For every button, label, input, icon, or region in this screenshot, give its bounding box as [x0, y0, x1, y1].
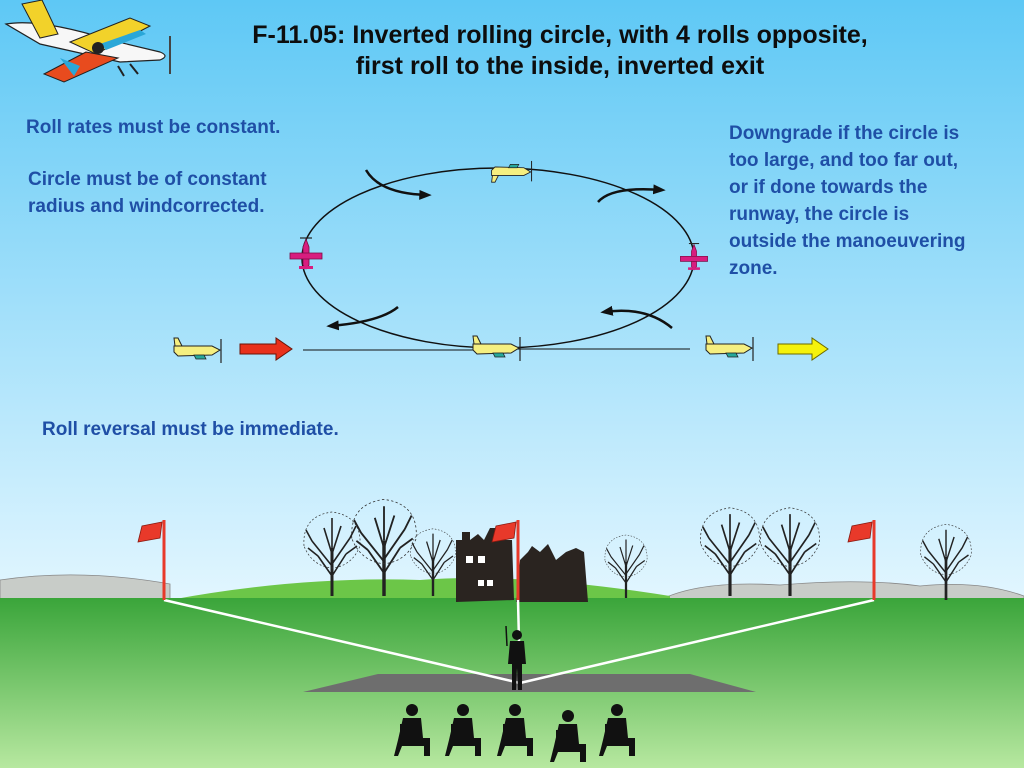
page-title: F-11.05: Inverted rolling circle, with 4… [150, 20, 970, 82]
title-line-2: first roll to the inside, inverted exit [355, 52, 765, 80]
pilot-silhouette-icon [505, 625, 526, 690]
distant-hills [0, 574, 171, 601]
title-line-1: F-11.05: Inverted rolling circle, with 4… [252, 21, 868, 49]
roll-reversal-note: Roll reversal must be immediate. [42, 419, 339, 440]
roll-direction-arrows [326, 169, 673, 331]
castle-ruin [456, 528, 588, 602]
distant-hills-right [659, 581, 1024, 601]
sky-background [0, 0, 1024, 600]
circle-constant-note: Circle must be of constant radius and wi… [28, 169, 267, 217]
direction-arrow-icon [777, 337, 829, 361]
direction-arrow-icon [239, 337, 293, 361]
aerobatic-plane-icon [4, 0, 171, 83]
runway [303, 674, 756, 692]
roll-rates-note: Roll rates must be constant. [26, 117, 281, 138]
downgrade-note: Downgrade if the circle is too large, an… [729, 123, 966, 279]
